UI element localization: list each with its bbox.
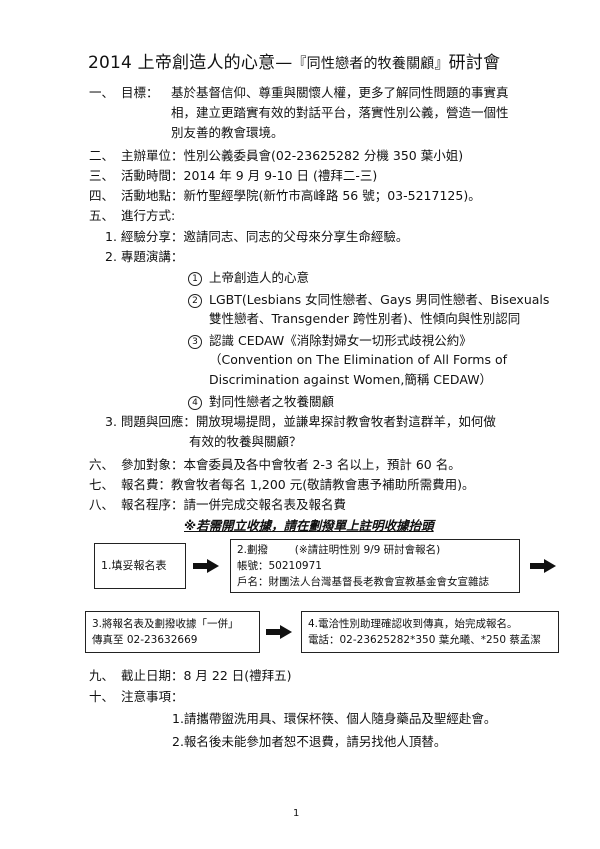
talk-2: 2 LGBT(Lesbians 女同性戀者、Gays 男同性戀者、Bisexual… [188,290,549,310]
flow-step-2-line-2: 帳號：50210971 [237,560,322,572]
flow-step-2-line-1: 2.劃撥 (※請註明性別 9/9 研討會報名) [237,544,441,556]
circled-number: 3 [188,335,202,349]
talk-4-text: 對同性戀者之牧養關顧 [209,394,335,409]
flow-step-4-line-2: 電話：02-23625282*350 葉允曦、*250 蔡孟潔 [308,634,541,646]
circled-number: 2 [188,294,202,308]
section-5-item-3-line-1: 3. 問題與回應：開放現場提問，並謙卑探討教會牧者對這群羊，如何做 [105,414,496,429]
section-5-item-2: 2. 專題演講： [105,249,184,264]
section-5-number: 五、 [89,208,115,223]
talk-3-text-line-1: 認識 CEDAW《消除對婦女一切形式歧視公約》 [209,333,472,348]
flow-step-3-line-2: 傳真至 02-23632669 [92,634,198,646]
talk-3-text-line-3: Discrimination against Women,簡稱 CEDAW） [209,372,493,387]
section-9-number: 九、 [89,668,115,683]
flow-step-2-box: 2.劃撥 (※請註明性別 9/9 研討會報名) 帳號：50210971 戶名：財… [230,539,520,593]
talk-1: 1 上帝創造人的心意 [188,268,309,288]
page-number: 1 [293,808,300,819]
flow-step-1-box: 1.填妥報名表 [94,543,186,589]
talk-2-text-line-1: LGBT(Lesbians 女同性戀者、Gays 男同性戀者、Bisexuals [209,292,550,307]
flow-step-4-line-1: 4.電洽性別助理確認收到傳真，始完成報名。 [308,618,518,630]
flow-step-3-box: 3.將報名表及劃撥收據「一併」 傳真至 02-23632669 [85,611,260,653]
section-1-number: 一、 [89,85,115,100]
talk-2-text-line-2: 雙性戀者、Transgender 跨性別者)、性傾向與性別認同 [209,311,521,326]
flow-step-2-line-3: 戶名：財團法人台灣基督長老教會宣教基金會女宣雜誌 [237,576,489,588]
receipt-notice: ※若需開立收據，請在劃撥單上註明收據抬頭 [184,518,434,533]
section-4-text: 活動地點：新竹聖經學院(新竹市高峰路 56 號；03-5217125)。 [121,188,481,203]
section-8-number: 八、 [89,497,115,512]
section-2-number: 二、 [89,148,115,163]
section-2-text: 主辦單位：性別公義委員會(02-23625282 分機 350 葉小姐) [121,148,464,163]
title-main: 2014 上帝創造人的心意— [88,53,293,73]
note-1: 1.請攜帶盥洗用具、環保杯筷、個人隨身藥品及聖經赴會。 [172,711,497,726]
section-5-text: 進行方式: [121,208,176,223]
note-2: 2.報名後未能參加者恕不退費，請另找他人頂替。 [172,734,447,749]
section-6-text: 參加對象：本會委員及各中會牧者 2-3 名以上，預計 60 名。 [121,457,461,472]
section-7-text: 報名費：教會牧者每名 1,200 元(敬請教會惠予補助所需費用)。 [121,477,475,492]
arrow-right-icon [266,625,292,639]
talk-4: 4 對同性戀者之牧養關顧 [188,392,334,412]
section-1-line-2: 相，建立更踏實有效的對話平台，落實性別公義，營造一個性 [171,105,509,120]
circled-number: 4 [188,396,202,410]
section-1-line-3: 別友善的教會環境。 [171,125,284,140]
section-5-item-1: 1. 經驗分享：邀請同志、同志的父母來分享生命經驗。 [105,229,409,244]
flow-step-3-line-1: 3.將報名表及劃撥收據「一併」 [92,618,239,630]
title-quoted: 『同性戀者的牧養關顧』 [292,56,449,72]
section-1-line-1: 基於基督信仰、尊重與關懷人權，更多了解同性問題的事實真 [171,85,509,100]
section-4-number: 四、 [89,188,115,203]
title-suffix: 研討會 [448,53,501,73]
section-6-number: 六、 [89,457,115,472]
arrow-right-icon [193,559,219,573]
section-9-text: 截止日期：8 月 22 日(禮拜五) [121,668,292,683]
flow-step-1-text: 1.填妥報名表 [101,559,167,572]
section-7-number: 七、 [89,477,115,492]
talk-3-text-line-2: （Convention on The Elimination of All Fo… [209,352,507,367]
section-8-text: 報名程序：請一併完成交報名表及報名費 [121,497,347,512]
section-10-number: 十、 [89,689,115,704]
section-3-number: 三、 [89,168,115,183]
arrow-right-icon [530,559,556,573]
talk-3: 3 認識 CEDAW《消除對婦女一切形式歧視公約》 [188,331,472,351]
circled-number: 1 [188,272,202,286]
talk-1-text: 上帝創造人的心意 [209,270,310,285]
page-title: 2014 上帝創造人的心意—『同性戀者的牧養關顧』研討會 [88,48,500,73]
flow-step-4-box: 4.電洽性別助理確認收到傳真，始完成報名。 電話：02-23625282*350… [301,611,559,653]
section-10-text: 注意事項： [121,689,184,704]
section-1-label: 目標： [121,85,159,100]
section-5-item-3-line-2: 有效的牧養與關顧？ [189,434,302,449]
section-3-text: 活動時間：2014 年 9 月 9-10 日 (禮拜二-三) [121,168,378,183]
